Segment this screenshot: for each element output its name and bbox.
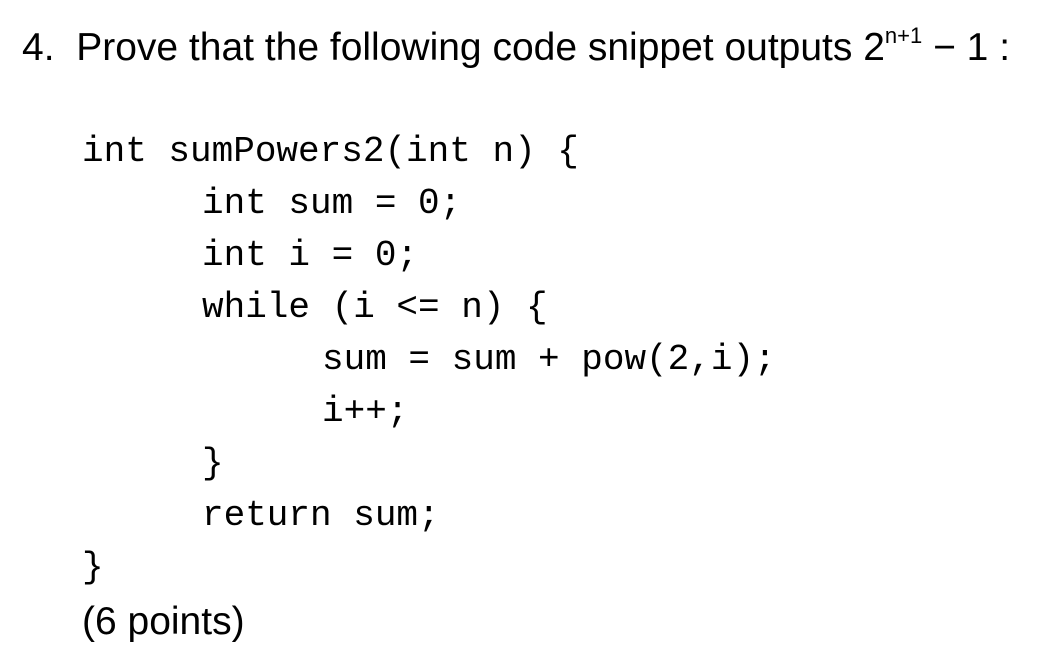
- code-line-sum-declaration: int sum = 0;: [202, 183, 462, 224]
- code-snippet: int sumPowers2(int n) { int sum = 0; int i…: [82, 126, 776, 594]
- code-line-sum-update: sum = sum + pow(2,i);: [322, 339, 776, 380]
- question-heading: 4. Prove that the following code snippet…: [22, 22, 1010, 74]
- points-label: (6 points): [82, 600, 245, 643]
- question-exponent: n+1: [884, 23, 923, 48]
- code-line-return: return sum;: [202, 495, 440, 536]
- code-line-function-close: }: [82, 547, 104, 588]
- code-line-increment: i++;: [322, 391, 409, 432]
- question-suffix: − 1 :: [922, 26, 1011, 69]
- question-text: Prove that the following code snippet ou…: [76, 26, 885, 69]
- question-number: 4.: [22, 26, 55, 69]
- code-line-while-header: while (i <= n) {: [202, 287, 548, 328]
- code-line-i-declaration: int i = 0;: [202, 235, 419, 276]
- code-line-while-close: }: [202, 443, 224, 484]
- code-line-function-signature: int sumPowers2(int n) {: [82, 131, 579, 172]
